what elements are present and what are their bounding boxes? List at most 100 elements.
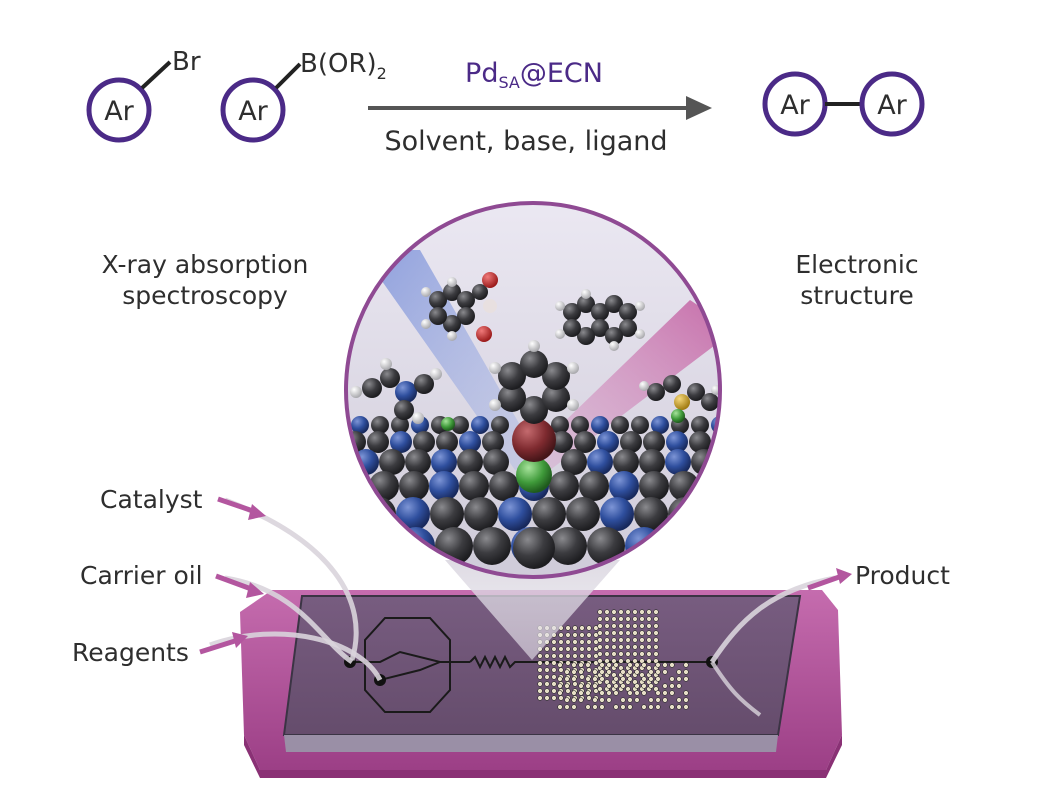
droplet [618,623,624,629]
droplet [557,662,563,668]
droplet [572,681,578,687]
droplet [592,676,598,682]
droplet [676,704,682,710]
droplet [565,653,571,659]
droplet [586,639,592,645]
droplet [676,683,682,689]
lattice-atom [600,497,634,531]
droplet [564,697,570,703]
droplet [646,616,652,622]
droplet [625,623,631,629]
droplet [604,623,610,629]
boronic-ester-subscript: 2 [377,64,387,83]
lattice-atom [625,527,663,565]
droplet [586,632,592,638]
droplet [599,662,605,668]
droplet [558,667,564,673]
droplet [565,632,571,638]
droplet [585,676,591,682]
boronic-ester-main: B(OR) [300,49,377,79]
lattice-atom [571,416,589,434]
xas-label-line1: X-ray absorption [102,250,309,279]
droplet [579,632,585,638]
droplet [537,688,543,694]
tube-product [709,575,836,664]
droplet [634,662,640,668]
lattice-atom [634,497,668,531]
droplet [597,644,603,650]
catalyst-pointer [217,496,257,515]
droplet [606,662,612,668]
lattice-atom [459,431,481,453]
droplet [597,616,603,622]
droplet [572,625,578,631]
droplet [625,616,631,622]
chip-base-edge [244,735,842,778]
droplet [558,646,564,652]
tube-waste [710,660,762,717]
droplet [655,697,661,703]
droplet [579,646,585,652]
droplet [632,630,638,636]
product-ring-right [859,71,925,137]
lattice-atom [371,416,389,434]
lattice-atom [691,416,709,434]
inlet-labels: Catalyst Carrier oil Reagents [72,485,266,667]
droplet [648,704,654,710]
droplet [613,683,619,689]
droplet [641,704,647,710]
droplet [653,651,659,657]
droplet [655,669,661,675]
droplet [578,697,584,703]
droplet [627,690,633,696]
reactant-aryl-bromide: Ar Br [86,47,201,143]
droplet [655,690,661,696]
lattice-atom [665,449,691,475]
droplet [669,676,675,682]
tube-carrier-oil [224,575,354,665]
droplet [627,669,633,675]
droplet [611,623,617,629]
droplet [653,630,659,636]
lattice-atom [549,471,579,501]
droplet [676,697,682,703]
lattice-atom [498,497,532,531]
reactant-boronic-ester: Ar B(OR)2 [220,49,387,143]
reagents-pointer-head [232,632,248,648]
lattice-atom [399,471,429,501]
droplet [604,651,610,657]
lattice-atom [359,527,397,565]
lattice-atom [396,497,430,531]
lattice-atom [346,449,353,475]
channel-inlet-2 [379,661,441,681]
droplet [604,630,610,636]
droplet [585,683,591,689]
droplet [618,616,624,622]
lattice-atom [464,497,498,531]
droplet [557,676,563,682]
droplet [586,646,592,652]
droplet [669,683,675,689]
lattice-atom [390,431,412,453]
droplet [578,683,584,689]
lattice-atom [551,431,573,453]
droplet [544,681,550,687]
droplet [578,669,584,675]
droplet [586,625,592,631]
droplet [646,651,652,657]
droplet [537,660,543,666]
droplet [592,704,598,710]
droplet [565,688,571,694]
droplet [599,690,605,696]
lattice-atom [566,497,600,531]
droplet [564,683,570,689]
droplet [604,637,610,643]
zoom-cone [445,560,620,660]
lattice-atom [413,431,435,453]
lattice-atom [457,449,483,475]
droplet [586,667,592,673]
droplet [669,662,675,668]
droplet [572,639,578,645]
droplet [592,669,598,675]
lattice-atom [473,527,511,565]
